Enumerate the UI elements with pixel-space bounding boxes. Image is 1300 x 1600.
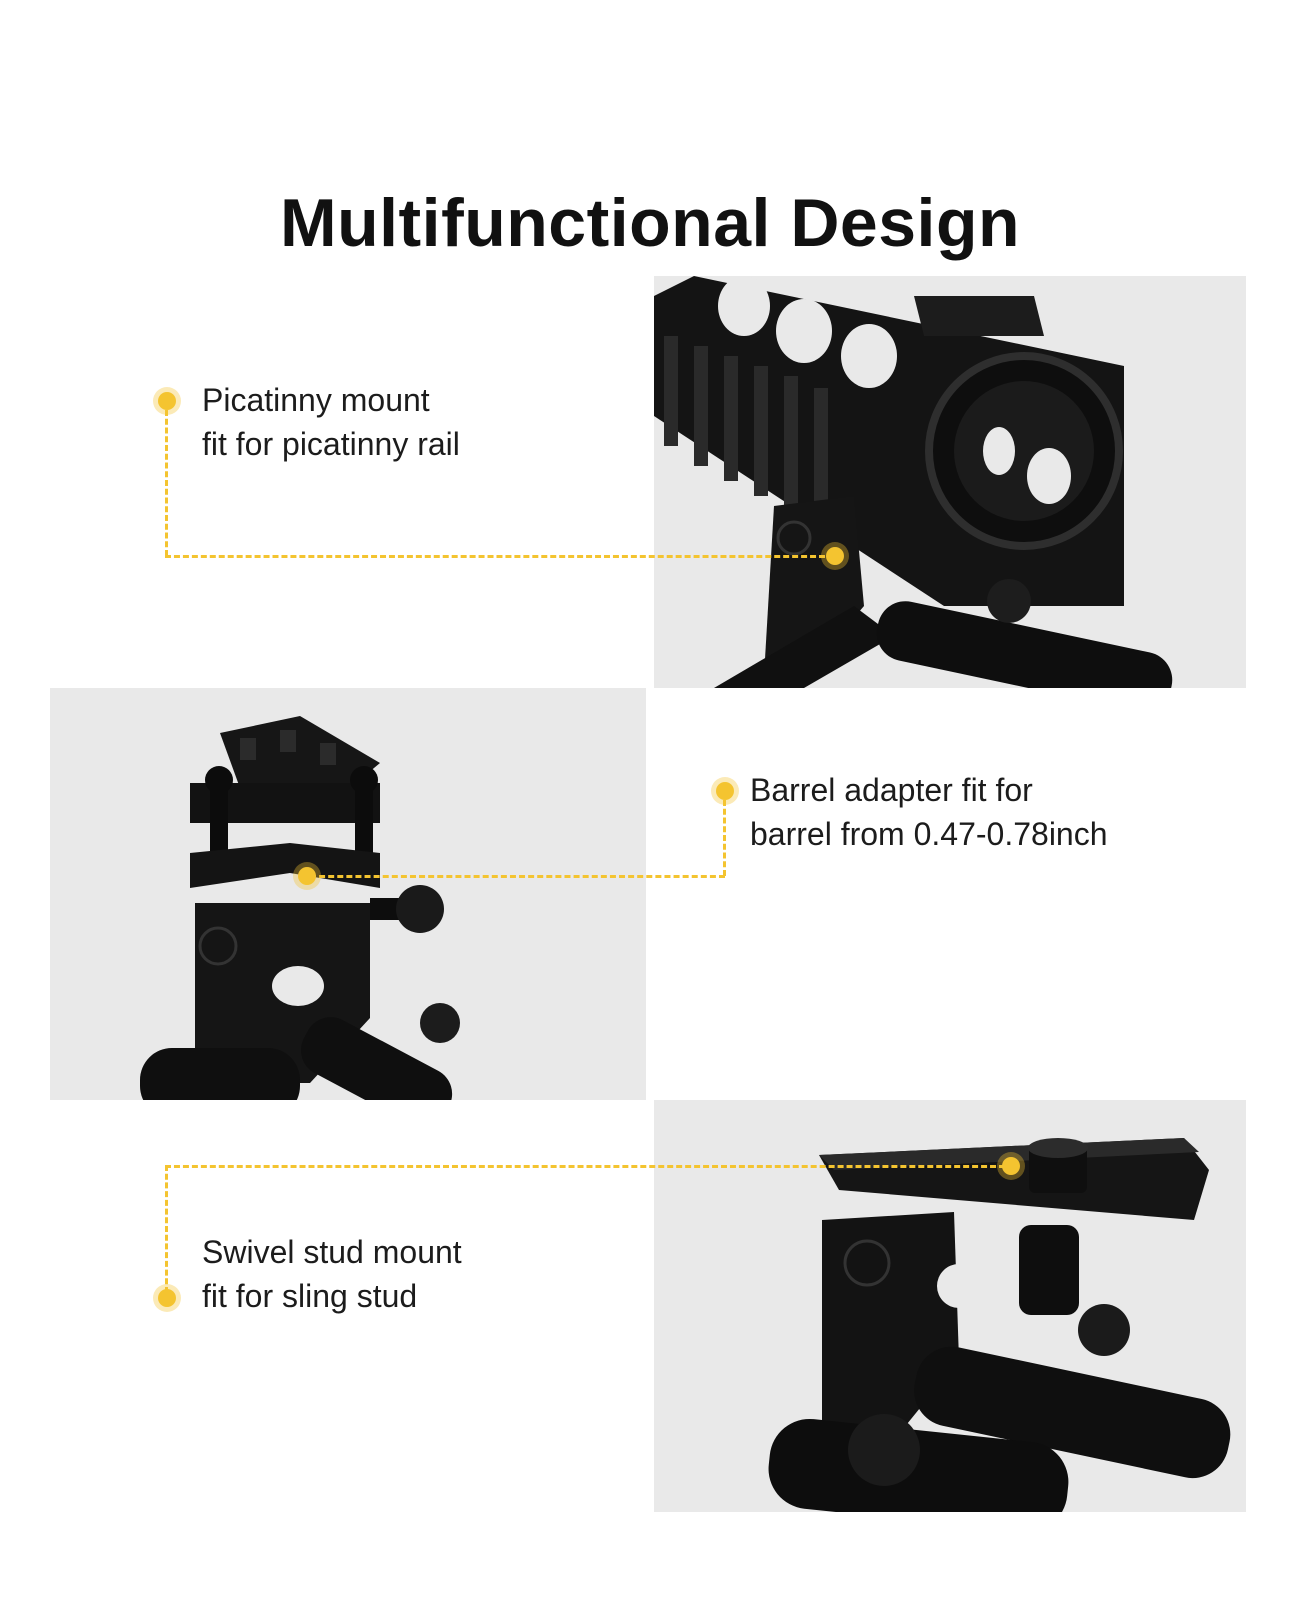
picatinny-callout-dot xyxy=(158,392,176,410)
picatinny-mount-title: Picatinny mount xyxy=(202,382,430,418)
swivel-stud-title: Swivel stud mount xyxy=(202,1234,462,1270)
barrel-adapter-target-dot xyxy=(298,867,316,885)
swivel-stud-desc: fit for sling stud xyxy=(202,1278,418,1314)
barrel-adapter-desc: barrel from 0.47-0.78inch xyxy=(750,816,1108,852)
page-title: Multifunctional Design xyxy=(279,184,1021,261)
barrel-adapter-callout-line-horizontal xyxy=(310,875,725,878)
barrel-adapter-callout-dot xyxy=(716,782,734,800)
picatinny-mount-label: Picatinny mount fit for picatinny rail xyxy=(202,378,460,466)
swivel-stud-callout-dot xyxy=(158,1289,176,1307)
barrel-adapter-callout-line-vertical xyxy=(723,800,726,876)
barrel-adapter-label: Barrel adapter fit for barrel from 0.47-… xyxy=(750,768,1108,856)
picatinny-target-dot xyxy=(826,547,844,565)
swivel-stud-label: Swivel stud mount fit for sling stud xyxy=(202,1230,462,1318)
picatinny-mount-photo xyxy=(654,276,1246,688)
swivel-stud-callout-line-vertical xyxy=(165,1165,168,1293)
picatinny-callout-line-horizontal xyxy=(165,555,825,558)
swivel-stud-target-dot xyxy=(1002,1157,1020,1175)
barrel-adapter-photo xyxy=(50,688,646,1100)
picatinny-callout-line-vertical xyxy=(165,410,168,556)
swivel-stud-callout-line-horizontal xyxy=(165,1165,1005,1168)
barrel-adapter-title: Barrel adapter fit for xyxy=(750,772,1033,808)
swivel-stud-photo xyxy=(654,1100,1246,1512)
picatinny-mount-desc: fit for picatinny rail xyxy=(202,426,460,462)
